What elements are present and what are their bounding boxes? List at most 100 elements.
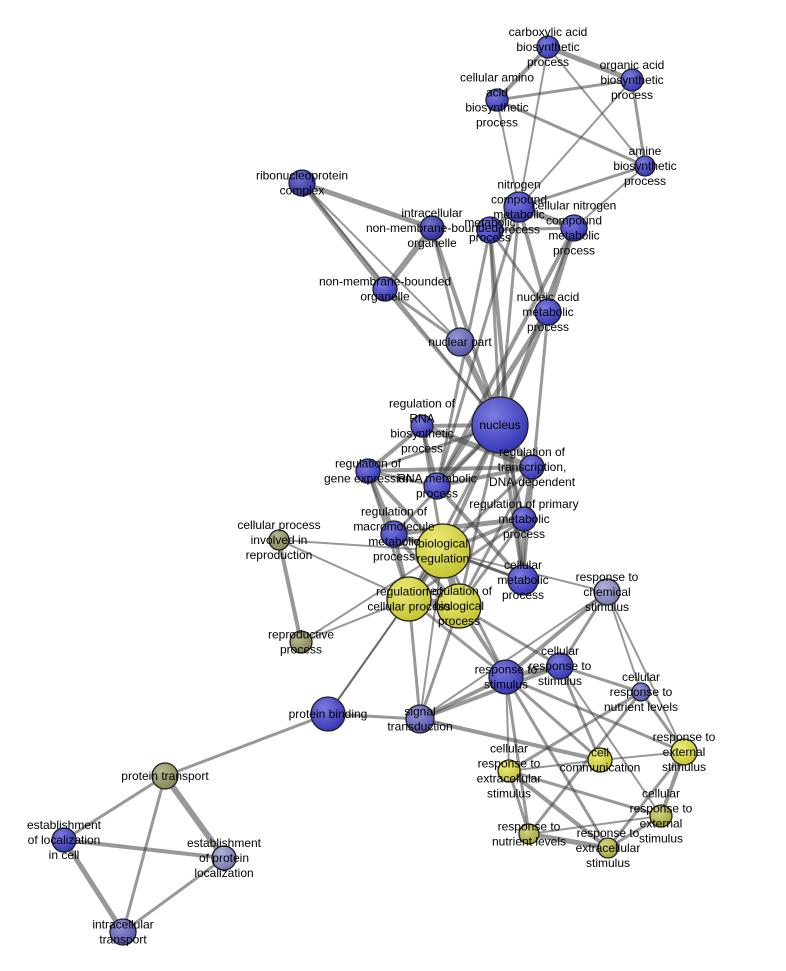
node-protein-binding[interactable]: protein binding: [310, 696, 346, 732]
edge-carboxylic--cellular-amino: [495, 45, 550, 102]
node-signal-transduction[interactable]: signal transduction: [405, 704, 435, 734]
edge-cellular-response-stimulus--response-chemical: [558, 590, 609, 668]
edge-reg-rna-biosynthetic--reg-transcription: [419, 423, 535, 470]
node-response-stimulus[interactable]: response to stimulus: [488, 659, 524, 695]
edge-carboxylic--amine: [547, 46, 646, 167]
edge-cellular-metabolic--nucleic-acid: [521, 310, 550, 582]
edge-ribonucleoprotein--nuclear-part: [301, 182, 461, 343]
edge-cellular-response-stimulus--cellular-response-external: [559, 665, 662, 817]
edge-reg-biological--reg-transcription: [457, 465, 534, 608]
node-response-nutrient-levels[interactable]: response to nutrient levels: [518, 823, 540, 845]
edge-protein-binding--biological-regulation: [327, 550, 444, 715]
node-metabolic-process[interactable]: metabolic process: [476, 216, 504, 244]
edge-protein-transport--establishment-localization-cell: [62, 774, 167, 842]
edge-nucleus--cellular-nitrogen: [498, 226, 576, 427]
edge-cellular-response-extracellular--response-extracellular: [507, 769, 610, 850]
edge-response-stimulus--response-external: [504, 675, 686, 754]
node-response-extracellular[interactable]: response to extracellular stimulus: [597, 837, 619, 859]
edge-protein-transport--establishment-protein-localization: [162, 773, 227, 861]
edge-nmb--nuclear-part: [383, 287, 462, 344]
node-carboxylic[interactable]: carboxylic acid biosynthetic process: [536, 35, 560, 59]
edge-rna-metabolic--cellular-metabolic: [435, 484, 525, 582]
edge-reg-transcription--reg-gene-expression: [366, 465, 534, 473]
edge-organic--nitrogen-compound: [518, 79, 633, 208]
node-rna-metabolic[interactable]: RNA metabolic process: [423, 472, 451, 500]
node-ribonucleoprotein[interactable]: ribonucleoprotein complex: [288, 169, 316, 197]
node-cellular-nitrogen[interactable]: cellular nitrogen compound metabolic pro…: [560, 214, 588, 242]
edge-cellular-nitrogen--metabolic-process: [488, 226, 576, 232]
edge-response-stimulus--response-chemical: [504, 590, 609, 679]
edge-cellular-response-nutrient--cellular-response-stimulus: [558, 664, 643, 694]
node-intracellular-transport[interactable]: intracellular transport: [109, 918, 137, 946]
edge-signal-transduction--response-chemical: [419, 591, 608, 720]
edge-response-stimulus--response-nutrient-levels: [504, 675, 531, 836]
edge-intracellular-nmb--nucleus: [430, 226, 502, 427]
edge-nitrogen-compound--nucleic-acid: [517, 205, 550, 314]
edge-reproduction-involved--reg-cellular: [278, 539, 410, 600]
node-amine[interactable]: amine biosynthetic process: [634, 155, 656, 177]
edge-amine--nitrogen-compound: [517, 164, 647, 209]
edge-establishment-protein-localization--intracellular-transport: [121, 856, 226, 934]
node-reg-biological[interactable]: regulation of biological process: [436, 583, 482, 629]
node-nucleic-acid[interactable]: nucleic acid metabolic process: [534, 298, 562, 326]
edge-signal-transduction--cell-communication: [418, 717, 602, 762]
node-biological-regulation[interactable]: biological regulation: [415, 523, 471, 579]
node-reg-rna-biosynthetic[interactable]: regulation of RNA biosynthetic process: [410, 414, 434, 438]
edge-ribonucleoprotein--nucleus: [301, 182, 501, 426]
node-cellular-response-nutrient[interactable]: cellular response to nutrient levels: [631, 682, 651, 702]
edge-carboxylic--nitrogen-compound: [518, 46, 549, 208]
edge-cell-communication--cellular-response-extracellular: [508, 759, 601, 772]
node-cellular-response-extracellular[interactable]: cellular response to extracellular stimu…: [497, 759, 521, 783]
node-nuclear-part[interactable]: nuclear part: [445, 327, 475, 357]
node-reproduction-involved[interactable]: cellular process involved in reproductio…: [268, 529, 290, 551]
node-nitrogen-compound[interactable]: nitrogen compound metabolic process: [503, 191, 535, 223]
edge-cellular-response-stimulus--cell-communication: [558, 664, 602, 762]
node-establishment-localization-cell[interactable]: establishment of localization in cell: [51, 827, 77, 853]
edge-cellular-amino--nitrogen-compound: [496, 99, 520, 208]
node-cellular-amino[interactable]: cellular amino acid biosynthetic process: [485, 88, 509, 112]
edge-response-stimulus--response-extracellular: [504, 675, 610, 850]
edge-nucleus--metabolic-process: [488, 228, 502, 427]
edge-response-chemical--response-external: [606, 591, 685, 753]
edge-carboxylic--organic: [545, 44, 635, 83]
node-nucleus[interactable]: nucleus: [471, 396, 529, 454]
edge-establishment-localization-cell--intracellular-transport: [61, 837, 126, 935]
edge-response-stimulus--cell-communication: [504, 675, 602, 762]
edge-organic--amine: [630, 78, 647, 168]
edge-amine--cellular-nitrogen: [573, 165, 646, 229]
node-organic[interactable]: organic acid biosynthetic process: [620, 68, 644, 92]
edge-response-chemical--cellular-response-nutrient: [606, 591, 642, 693]
nodes-layer: carboxylic acid biosynthetic process orga…: [51, 35, 698, 946]
node-reg-macromolecule[interactable]: regulation of macromolecule metabolic pr…: [380, 520, 408, 548]
edge-signal-transduction--biological-regulation: [419, 550, 444, 720]
edge-response-external--cell-communication: [599, 751, 685, 761]
edge-protein-transport--intracellular-transport: [121, 774, 167, 934]
node-response-chemical[interactable]: response to chemical stimulus: [593, 578, 621, 606]
node-intracellular-nmb[interactable]: intracellular non-membrane-bounded organ…: [419, 215, 445, 241]
edge-ribonucleoprotein--intracellular-nmb: [299, 180, 435, 231]
edge-cellular-amino--amine: [495, 98, 647, 168]
edge-cellular-response-extracellular--cellular-response-external: [507, 769, 663, 818]
node-cellular-response-stimulus[interactable]: cellular response to stimulus: [546, 652, 574, 680]
node-establishment-protein-localization[interactable]: establishment of protein localization: [211, 845, 237, 871]
node-nmb[interactable]: non-membrane-bounded organelle: [372, 276, 398, 302]
node-cell-communication[interactable]: cell communication: [587, 747, 613, 773]
edge-reg-transcription--rna-metabolic: [435, 465, 534, 488]
node-reg-transcription[interactable]: regulation of transcription, DNA-depende…: [519, 454, 545, 480]
node-reg-gene-expression[interactable]: regulation of gene expression: [355, 458, 381, 484]
node-reproductive-process[interactable]: reproductive process: [289, 630, 313, 654]
node-protein-transport[interactable]: protein transport: [151, 762, 179, 790]
edge-reproductive-process--biological-regulation: [300, 550, 444, 643]
edge-reproduction-involved--reproductive-process: [277, 538, 303, 644]
edge-intracellular-nmb--nmb: [382, 225, 435, 292]
node-cellular-response-external[interactable]: cellular response to external stimulus: [649, 804, 673, 828]
node-cellular-metabolic[interactable]: cellular metabolic process: [507, 564, 539, 596]
node-reg-cellular[interactable]: regulation of cellular process: [386, 576, 432, 622]
edge-cellular-response-nutrient--cellular-response-extracellular: [507, 690, 643, 773]
edge-response-external--response-extracellular: [606, 750, 686, 850]
node-response-external[interactable]: response to external stimulus: [670, 738, 698, 766]
node-reg-primary[interactable]: regulation of primary metabolic process: [511, 506, 537, 532]
edges-layer: [61, 44, 686, 935]
edge-response-nutrient-levels--response-extracellular: [526, 831, 611, 851]
